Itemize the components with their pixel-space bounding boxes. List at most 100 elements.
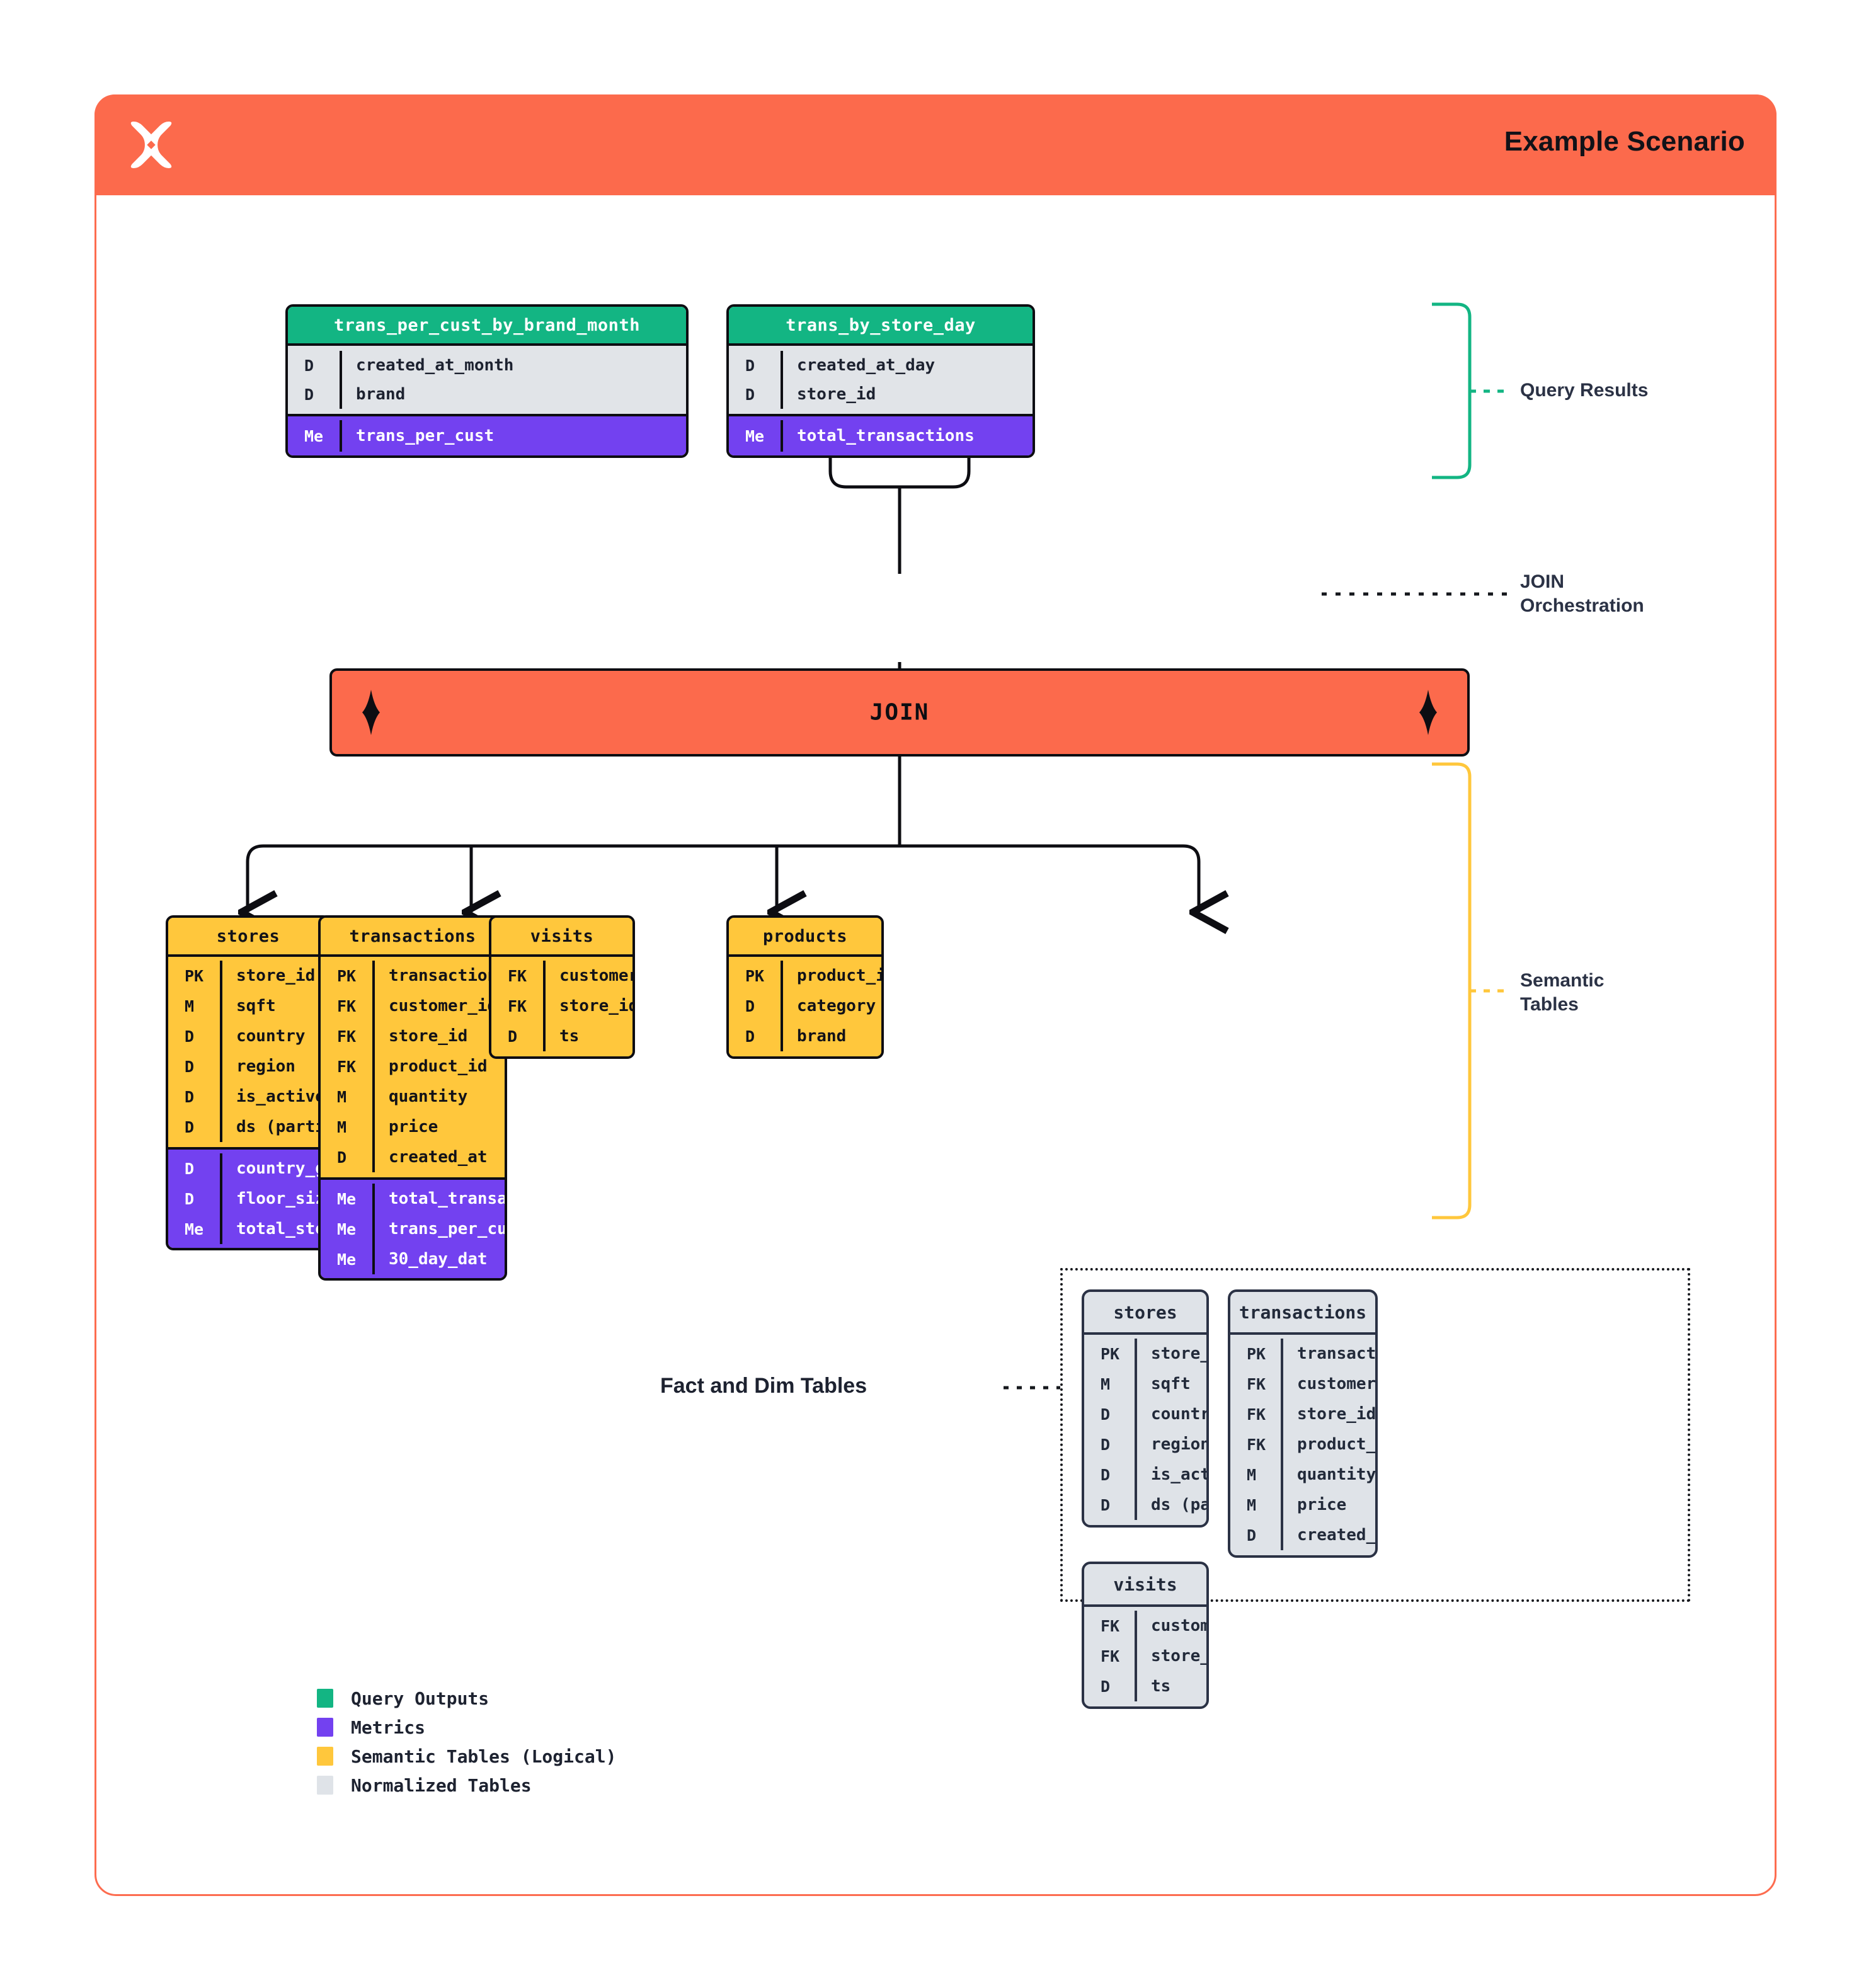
table-title: visits [491,918,632,954]
annotation-label-line2: Tables [1520,993,1579,1015]
join-label: JOIN [869,699,930,726]
join-orchestration-bar[interactable]: JOIN [329,668,1470,757]
row-key: PK [168,961,222,991]
table-row: Dds (partition) [1084,1490,1206,1520]
row-key: D [729,351,783,380]
row-value: total_stores [236,1220,328,1238]
row-key: M [321,1112,375,1142]
row-value: customer_id [559,966,632,985]
annotation-label: Fact and Dim Tables [660,1374,867,1398]
row-key: D [1084,1490,1137,1520]
row-value: transaction_id [389,966,505,985]
butterfly-x-logo-icon [130,122,172,168]
table-row: Me total_transactions [321,1184,505,1214]
table-row: Dds (partition) [168,1112,328,1142]
table-row: D brand [288,380,686,409]
query-result-table-0[interactable]: trans_per_cust_by_brand_month D created_… [285,304,689,458]
row-key: M [168,991,222,1021]
table-row: FK product_id [321,1051,505,1082]
row-key: D [729,380,783,409]
row-key: FK [491,991,546,1021]
row-key: Me [321,1244,375,1274]
table-row: Me total_transactions [729,420,1033,452]
table-title: products [729,918,881,954]
legend-label: Metrics [351,1717,426,1738]
row-key: D [168,1051,222,1082]
legend-label: Query Outputs [351,1688,489,1709]
row-value: store_id [389,1027,468,1046]
table-title: trans_per_cust_by_brand_month [288,307,686,343]
row-key: D [168,1153,222,1184]
row-key: PK [321,961,375,991]
normalized-table-transactions[interactable]: transactions PKtransaction_id FKcustomer… [1228,1289,1378,1558]
table-title: visits [1113,1574,1177,1595]
table-row: D created_at_month [288,351,686,380]
semantic-table-transactions[interactable]: transactions PKtransaction_id FKcustomer… [318,915,507,1281]
row-value: is_active [236,1087,325,1106]
annotation-label: Query Results [1520,380,1649,401]
legend-item: Semantic Tables (Logical) [317,1742,616,1771]
annotation-fact-dim-tables: Fact and Dim Tables [660,1374,867,1398]
query-result-table-1[interactable]: trans_by_store_day D created_at_day D st… [726,304,1035,458]
row-value: price [1297,1495,1347,1514]
legend-item: Normalized Tables [317,1771,616,1800]
row-key: FK [321,991,375,1021]
row-value: customer_id [1297,1374,1376,1393]
legend-label: Normalized Tables [351,1774,532,1796]
row-value: total_transactions [797,426,975,445]
dimension-section: D created_at_month D brand [288,343,686,414]
table-title: trans_by_store_day [729,307,1033,343]
row-key: D [1084,1671,1137,1701]
row-key: PK [1084,1339,1137,1369]
legend-item: Query Outputs [317,1684,616,1713]
row-value: price [389,1117,438,1136]
row-value: country [236,1027,306,1046]
row-key: Me [321,1184,375,1214]
table-row: D store_id [729,380,1033,409]
row-value: total_transactions [389,1189,507,1208]
row-key: FK [321,1021,375,1051]
row-value: floor_size [236,1189,331,1208]
legend-label: Semantic Tables (Logical) [351,1745,617,1767]
legend-swatch-metrics [317,1718,333,1737]
row-value: store_id [797,385,876,404]
annotation-label-line1: Semantic [1520,970,1605,991]
row-value: created_at [1297,1526,1376,1545]
row-value: product_id [389,1057,488,1076]
legend: Query Outputs Metrics Semantic Tables (L… [317,1684,616,1800]
row-key: D [1084,1429,1137,1460]
row-key: FK [1230,1369,1283,1399]
table-row: PK transaction_id [321,961,505,991]
metric-section: Me total_transactions [729,414,1033,455]
row-value: quantity [389,1087,468,1106]
row-key: PK [729,961,783,991]
row-value: customer_id [1151,1616,1206,1635]
row-key: M [1230,1490,1283,1520]
table-row: FK customer_id [1230,1369,1375,1399]
row-key: FK [321,1051,375,1082]
